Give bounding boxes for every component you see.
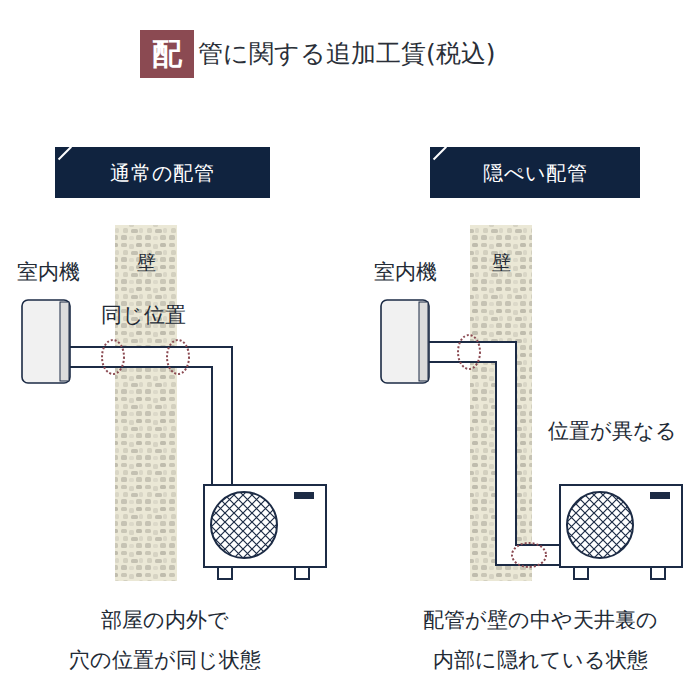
title: 管に関する追加工賃(税込)	[198, 39, 496, 69]
concealed-piping	[381, 300, 682, 579]
node-text: 配	[152, 36, 182, 72]
wall	[115, 225, 177, 581]
section-band: 隠ぺい配管	[430, 147, 640, 198]
node-text: 通常の配管	[110, 161, 215, 185]
caption: 配管が壁の中や天井裏の 内部に隠れている状態	[390, 600, 690, 680]
note: 位置が異なる	[548, 419, 677, 444]
title-mark: 配	[140, 30, 194, 78]
wall-label: 壁	[492, 251, 511, 274]
caption: 部屋の内外で 穴の位置が同じ状態	[15, 600, 315, 680]
part-name: 室内機	[17, 260, 80, 285]
note: 同じ位置	[101, 303, 186, 328]
part-name: 室内機	[374, 260, 437, 285]
node-text: 隠ぺい配管	[483, 161, 588, 185]
normal-piping	[22, 300, 326, 579]
wall-label: 壁	[137, 251, 156, 274]
section-band: 通常の配管	[55, 147, 270, 198]
